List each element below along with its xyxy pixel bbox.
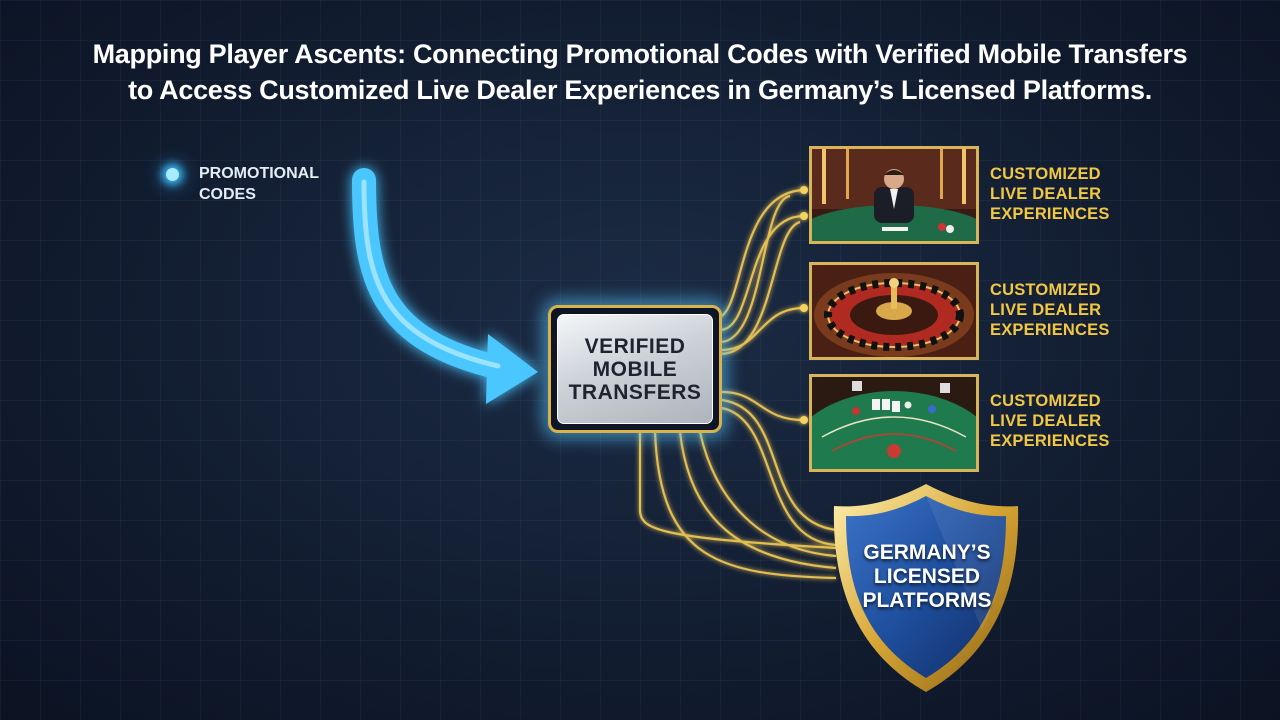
promo-to-transfer-arrow	[352, 168, 538, 404]
title-line-2: to Access Customized Live Dealer Experie…	[128, 75, 1152, 105]
experience-label-2: CUSTOMIZED LIVE DEALER EXPERIENCES	[990, 281, 1110, 339]
live-dealer-thumbnail	[809, 146, 979, 244]
promotional-codes-label: PROMOTIONAL CODES	[199, 165, 319, 203]
shield-icon	[833, 484, 1019, 692]
connector-lines	[638, 188, 837, 580]
roulette-thumbnail	[809, 262, 979, 360]
licensed-platforms-label: GERMANY’S LICENSED PLATFORMS	[862, 541, 992, 612]
blackjack-table-thumbnail	[809, 374, 979, 472]
vmt-line-3: TRANSFERS	[568, 380, 702, 404]
vmt-line-1: VERIFIED	[584, 334, 686, 358]
glowing-dot-icon	[166, 168, 179, 181]
connector-dots	[800, 186, 808, 424]
title-line-1: Mapping Player Ascents: Connecting Promo…	[92, 39, 1188, 69]
page-title: Mapping Player Ascents: Connecting Promo…	[0, 36, 1280, 108]
experience-label-3: CUSTOMIZED LIVE DEALER EXPERIENCES	[990, 392, 1110, 450]
vmt-line-2: MOBILE	[592, 357, 678, 381]
verified-mobile-transfers-node: VERIFIED MOBILE TRANSFERS	[548, 305, 722, 433]
arrow-highlight	[361, 179, 501, 369]
verified-mobile-transfers-plate: VERIFIED MOBILE TRANSFERS	[557, 314, 713, 424]
experience-label-1: CUSTOMIZED LIVE DEALER EXPERIENCES	[990, 165, 1110, 223]
